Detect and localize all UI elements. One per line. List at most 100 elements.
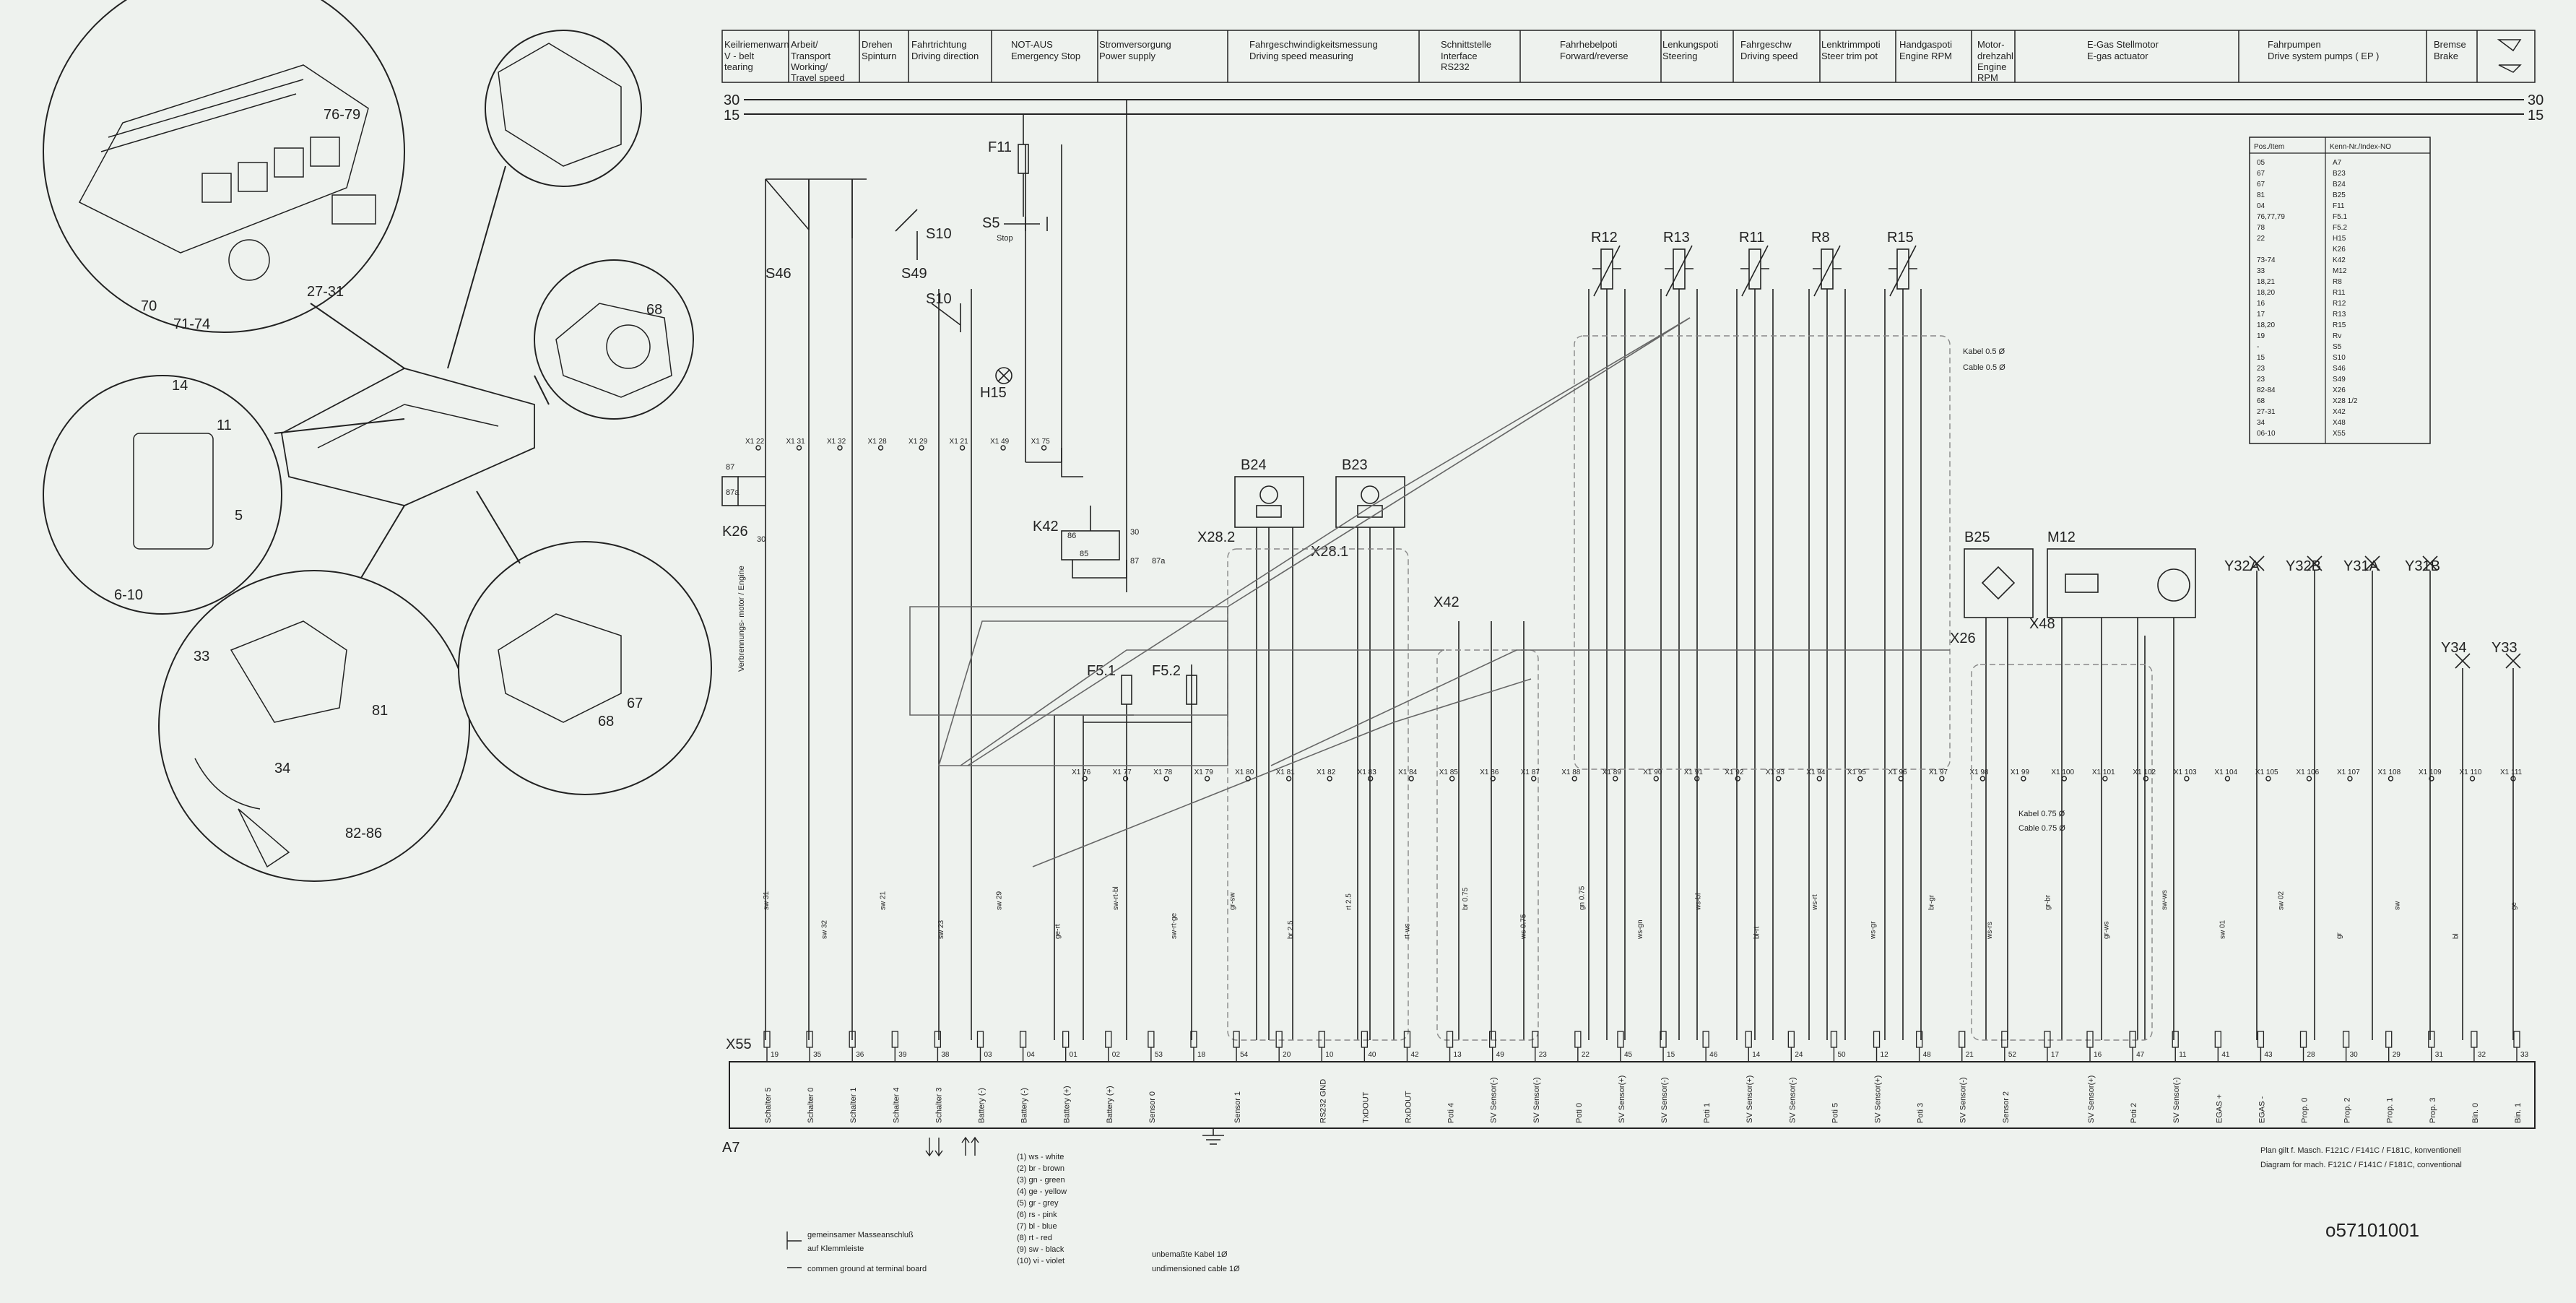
y34-label: Y34 <box>2441 640 2467 656</box>
a7-pin-number: 22 <box>1582 1051 1590 1059</box>
wire-color-label: br 2.5 <box>1287 920 1295 939</box>
position-table-index: Rv <box>2333 332 2341 340</box>
x1-terminal-dot <box>1776 776 1782 782</box>
a7-pin-number: 01 <box>1070 1051 1078 1059</box>
position-table-index: B24 <box>2333 181 2346 189</box>
a7-pin-label: Prop. 3 <box>2429 1098 2437 1123</box>
x1-terminal-dot <box>1898 776 1904 782</box>
position-table-pos: 78 <box>2257 224 2265 232</box>
position-table-index: A7 <box>2333 159 2342 167</box>
a7-pin-number: 35 <box>813 1051 822 1059</box>
wire-color-label: rt-ws <box>1403 923 1411 939</box>
x1-terminal-dot <box>2021 776 2026 782</box>
cable-note-de: unbemaßte Kabel 1Ø <box>1152 1250 1228 1259</box>
header-cell-en: Interface <box>1441 51 1478 61</box>
x1-terminal-label: X1 77 <box>1113 769 1132 776</box>
x1-terminal-label: X1 76 <box>1072 769 1091 776</box>
x1-terminal-label: X1 93 <box>1766 769 1785 776</box>
x1-terminal-dot <box>837 445 843 451</box>
a7-pin-label: Poti 2 <box>2130 1103 2138 1123</box>
position-table-pos: 82-84 <box>2257 386 2276 394</box>
a7-pin-label: TxDOUT <box>1361 1091 1370 1123</box>
a7-pin-number: 33 <box>2520 1051 2529 1059</box>
color-legend-entry: (9) sw - black <box>1017 1245 1064 1254</box>
header-cell-de: Motor- <box>1977 39 2005 50</box>
position-table-pos: 15 <box>2257 354 2265 362</box>
x1-terminal-label: X1 29 <box>908 438 928 446</box>
k42-label: K42 <box>1033 519 1059 534</box>
a7-pin-number: 12 <box>1881 1051 1889 1059</box>
x26-label: X26 <box>1950 631 1976 646</box>
a7-pin-number: 39 <box>898 1051 907 1059</box>
a7-pin-number: 42 <box>1410 1051 1419 1059</box>
position-table-index: R12 <box>2333 300 2346 308</box>
x1-terminal-label: X1 100 <box>2051 769 2074 776</box>
b23-label: B23 <box>1342 457 1368 473</box>
a7-pin-number: 36 <box>856 1051 864 1059</box>
a7-pin-number: 14 <box>1752 1051 1761 1059</box>
x1-terminal-label: X1 91 <box>1684 769 1704 776</box>
wire-color-label: sw 32 <box>821 919 829 939</box>
illustration-callouts: 76-79 70 71-74 27-31 68 14 11 5 6-10 33 … <box>114 107 662 841</box>
x1-terminal-dot <box>1735 776 1740 782</box>
wire-color-label: sw 02 <box>2277 891 2285 910</box>
header-cell-de: Bremse <box>2434 39 2466 50</box>
wire-color-label: br-gr <box>1927 894 1935 910</box>
k42-87a: 87a <box>1152 557 1166 566</box>
x1-terminal-label: X1 84 <box>1398 769 1418 776</box>
a7-pin-number: 18 <box>1197 1051 1206 1059</box>
a7-pin-label: Bin. 1 <box>2514 1103 2523 1123</box>
a7-pin-number: 29 <box>2393 1051 2401 1059</box>
a7-pin-number: 28 <box>2307 1051 2316 1059</box>
potentiometer-wires <box>1736 289 1774 1040</box>
a7-pin-number: 43 <box>2264 1051 2273 1059</box>
header-cell-de: Handgaspoti <box>1899 39 1952 50</box>
callout-5: 5 <box>235 508 243 524</box>
x1-terminal-label: X1 104 <box>2214 769 2237 776</box>
h15-label: H15 <box>980 385 1007 401</box>
wire-color-label: ws 0.75 <box>1520 914 1528 940</box>
s10a-label: S10 <box>926 226 952 242</box>
valves <box>2249 555 2521 1040</box>
position-table-pos: 05 <box>2257 159 2265 167</box>
position-table-pos: 06-10 <box>2257 430 2276 438</box>
position-table-pos: 73-74 <box>2257 256 2276 264</box>
a7-pin-label: Battery (+) <box>1063 1086 1072 1123</box>
b25-label: B25 <box>1964 529 1990 545</box>
color-legend-entry: (3) gn - green <box>1017 1176 1065 1185</box>
wire-color-label: ws-gr <box>1870 921 1878 940</box>
ground-note-de-2: auf Klemmleiste <box>807 1244 864 1253</box>
ground-note-de-1: gemeinsamer Masseanschluß <box>807 1231 914 1239</box>
x1-terminal-label: X1 78 <box>1153 769 1173 776</box>
a7-pin-label: EGAS + <box>2215 1094 2224 1123</box>
a7-pin-label: Prop. 0 <box>2301 1098 2310 1123</box>
x1-terminal-dot <box>2469 776 2476 782</box>
potentiometer-label: R13 <box>1663 230 1690 246</box>
a7-pin-number: 02 <box>1112 1051 1121 1059</box>
wire-color-label: ws-gn <box>1636 919 1644 940</box>
callout-33: 33 <box>194 649 209 665</box>
x1-terminal-label: X1 95 <box>1847 769 1867 776</box>
a7-pin-label: RS232 GND <box>1319 1079 1327 1123</box>
x1-terminal-dot <box>1367 776 1374 782</box>
position-table-pos: 23 <box>2257 365 2265 373</box>
a7-pin-label: Schalter 3 <box>934 1087 943 1123</box>
wire-color-label: br 0.75 <box>1462 887 1470 910</box>
x1-terminal-dot <box>1531 776 1537 782</box>
potentiometer-label: R12 <box>1591 230 1618 246</box>
callout-82-86: 82-86 <box>345 826 382 841</box>
a7-pin-number: 49 <box>1496 1051 1505 1059</box>
x42-label: X42 <box>1434 594 1460 610</box>
header-cell-en: Transport <box>791 51 831 61</box>
wire-color-label: ge-rt <box>1054 924 1062 939</box>
position-table-pos: 67 <box>2257 181 2265 189</box>
a7-pin-label: Poti 3 <box>1917 1103 1925 1123</box>
x1-terminal-label: X1 21 <box>950 438 969 446</box>
a7-arrows <box>925 1136 979 1157</box>
a7-pin-label: SV Sensor(+) <box>1874 1075 1883 1123</box>
wire-color-label: bl-rt <box>1753 927 1761 939</box>
a7-pin-number: 30 <box>2350 1051 2359 1059</box>
a7-pin-number: 13 <box>1454 1051 1462 1059</box>
